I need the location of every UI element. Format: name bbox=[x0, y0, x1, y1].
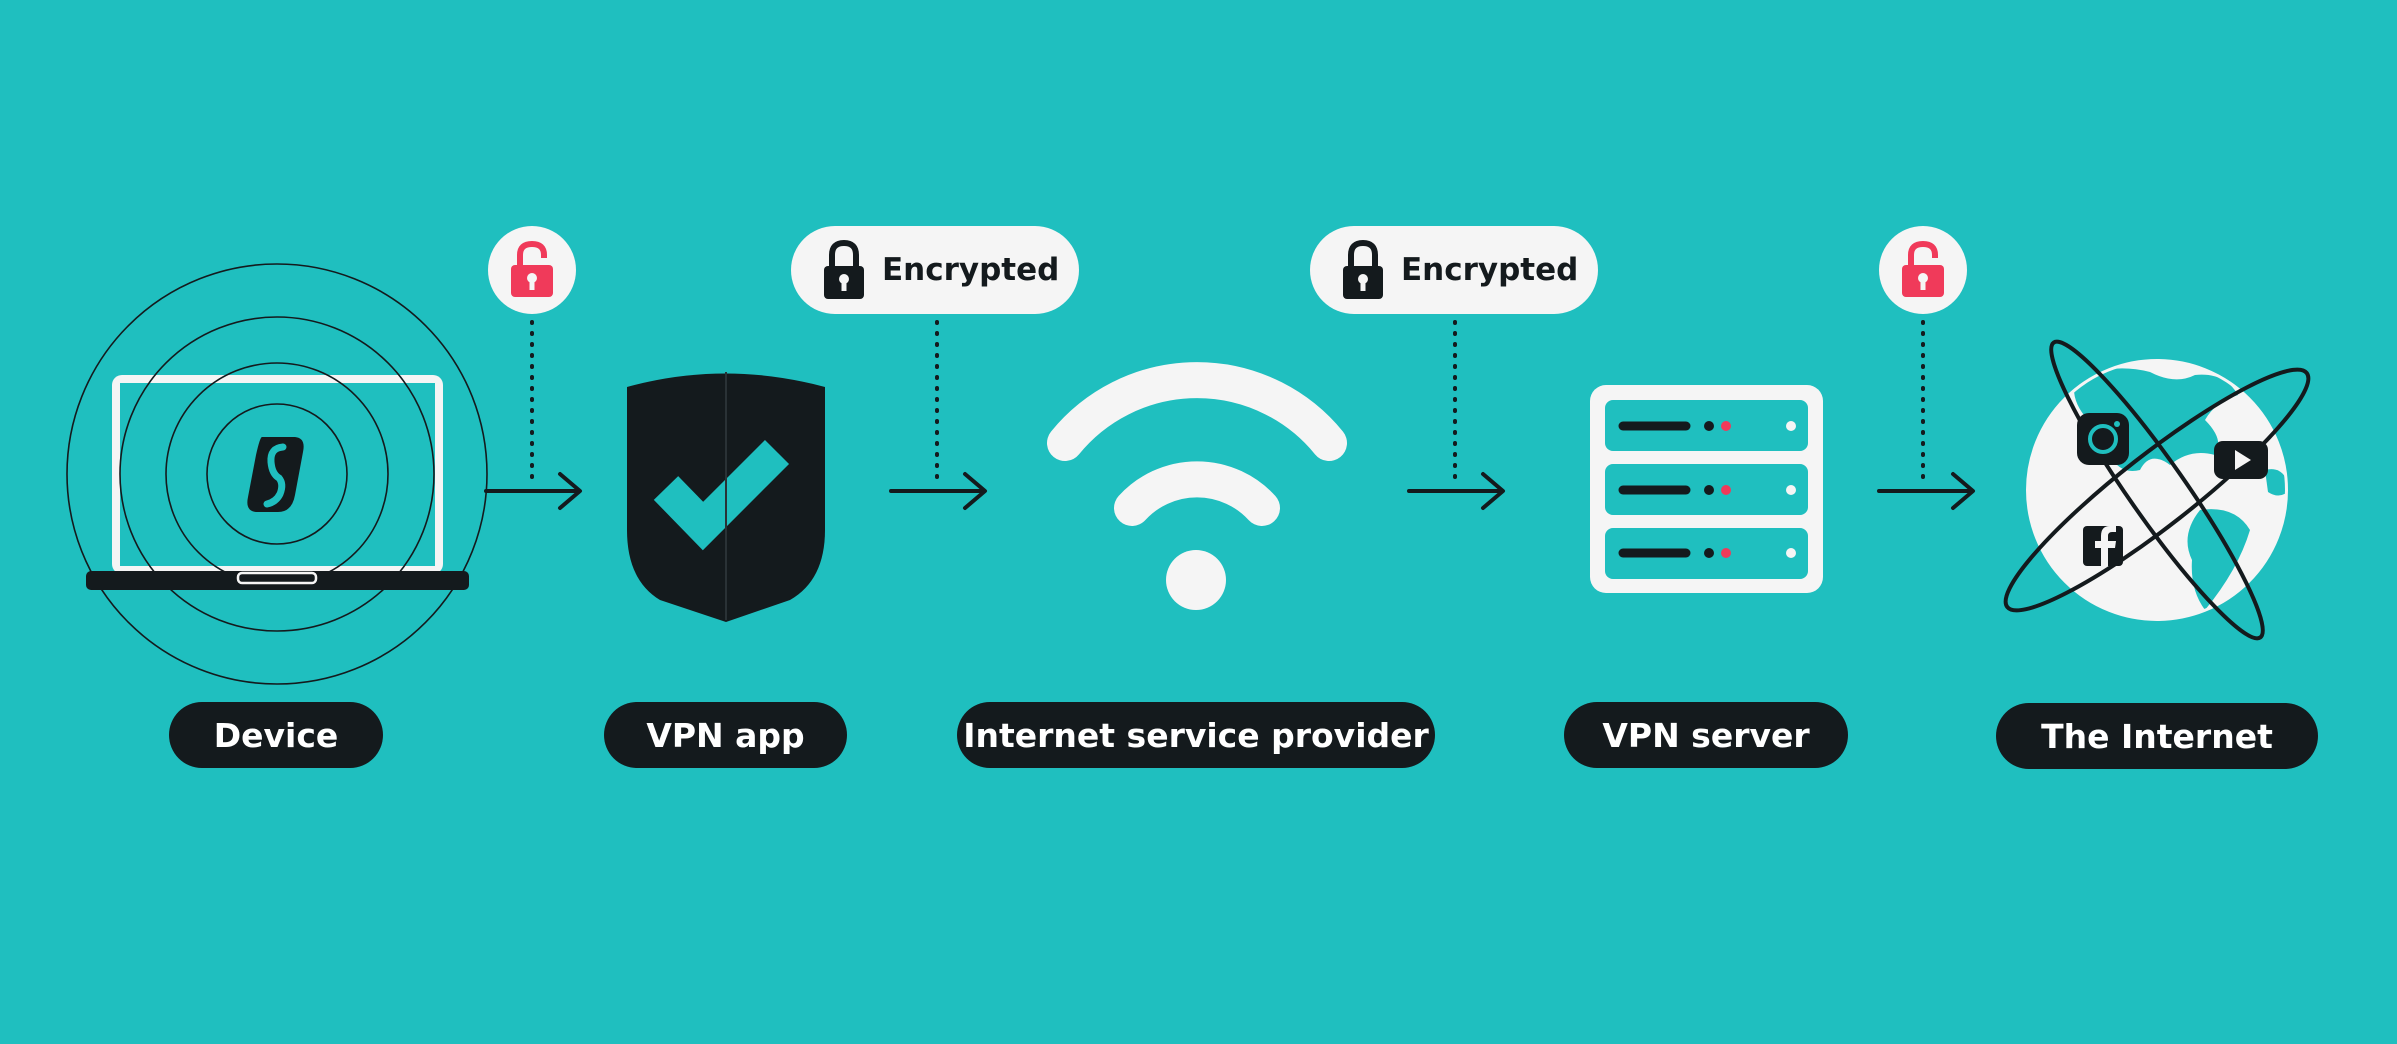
shield-check-icon bbox=[627, 372, 825, 622]
connector-3 bbox=[1407, 320, 1505, 510]
server-icon bbox=[1590, 385, 1823, 593]
node-label-device: Device bbox=[169, 702, 383, 768]
closed-padlock-icon bbox=[824, 240, 864, 299]
instagram-icon bbox=[2077, 413, 2129, 465]
encrypted-label: Encrypted bbox=[882, 252, 1060, 288]
encrypted-label: Encrypted bbox=[1401, 252, 1579, 288]
connector-4 bbox=[1877, 320, 1975, 510]
node-label-isp: Internet service provider bbox=[957, 702, 1435, 768]
connector-2 bbox=[889, 320, 987, 510]
facebook-icon bbox=[2083, 526, 2123, 566]
node-label-vpn-server: VPN server bbox=[1564, 702, 1848, 768]
arrow-right-icon bbox=[1481, 472, 1505, 510]
arrow-right-icon bbox=[1951, 472, 1975, 510]
wifi-icon bbox=[1047, 362, 1347, 610]
unlocked-indicator-2 bbox=[1879, 226, 1967, 314]
node-label-vpn-app: VPN app bbox=[604, 702, 847, 768]
connector-1 bbox=[484, 320, 582, 510]
globe-icon bbox=[2003, 339, 2311, 641]
arrow-right-icon bbox=[963, 472, 987, 510]
encrypted-badge-2: Encrypted bbox=[1310, 226, 1598, 314]
laptop-icon bbox=[66, 263, 488, 685]
node-label-internet: The Internet bbox=[1996, 703, 2318, 769]
youtube-icon bbox=[2214, 441, 2268, 479]
unlocked-indicator-1 bbox=[488, 226, 576, 314]
encrypted-badge-1: Encrypted bbox=[791, 226, 1079, 314]
open-padlock-icon bbox=[511, 241, 553, 297]
open-padlock-icon bbox=[1902, 241, 1944, 297]
arrow-right-icon bbox=[558, 472, 582, 510]
closed-padlock-icon bbox=[1343, 240, 1383, 299]
